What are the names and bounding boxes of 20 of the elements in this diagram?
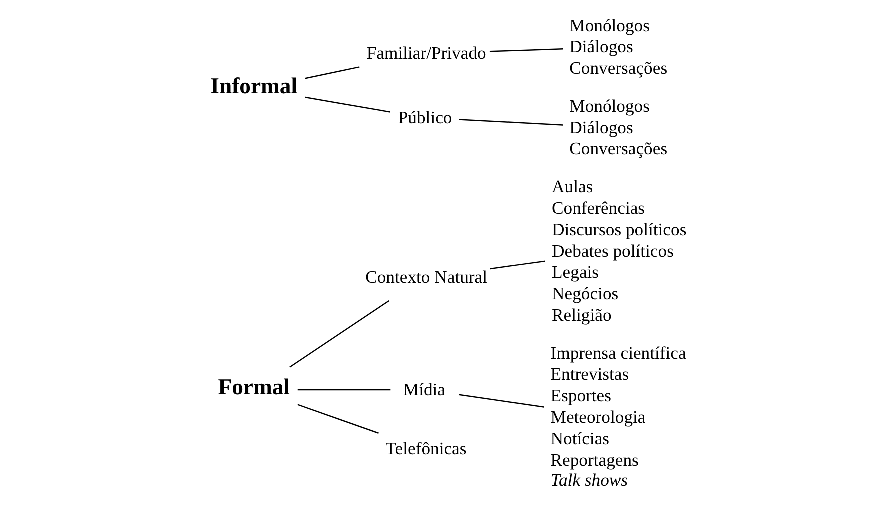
node-text: Telefônicas (386, 438, 467, 458)
connector (459, 394, 544, 408)
node-text: Público (398, 106, 452, 127)
node-text: Imprensa científica Entrevistas Esportes Meteorologia Notícias Reportagens Talk shows (550, 342, 686, 490)
node-text: Familiar/Privado (366, 42, 486, 63)
connector (290, 300, 390, 368)
connector (305, 66, 360, 79)
node-text: Formal (218, 374, 290, 399)
connector (490, 260, 546, 270)
connector (490, 48, 564, 52)
node-text: Informal (210, 72, 298, 98)
connector (298, 404, 379, 434)
node-text: Monólogos Diálogos Conversações (570, 95, 668, 158)
node-text: Monólogos Diálogos Conversações (570, 14, 668, 78)
node-text: Contexto Natural (366, 266, 488, 287)
connector (298, 388, 391, 390)
node-text: Aulas Conferências Discursos políticos Debates políticos Legais Negócios Religião (552, 176, 687, 325)
connector (459, 118, 564, 126)
connector (305, 96, 391, 112)
node-text: Mídia (403, 378, 446, 399)
